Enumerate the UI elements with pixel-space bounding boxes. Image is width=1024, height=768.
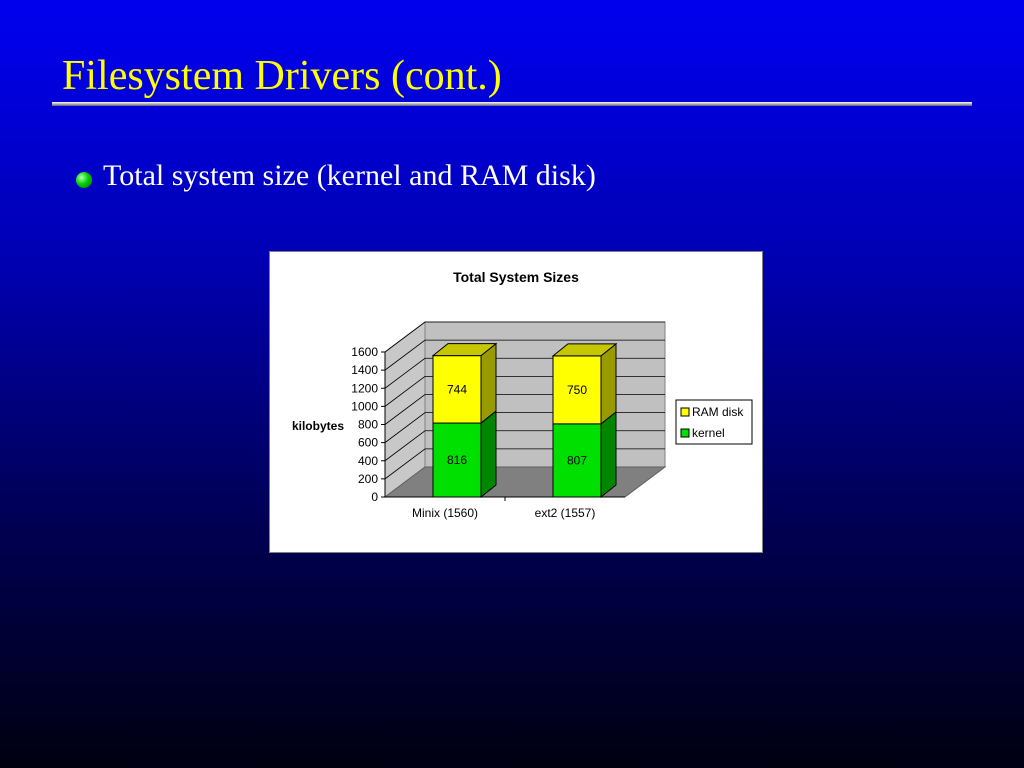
y-axis-label: kilobytes (292, 419, 344, 433)
stacked-bar-chart: Total System Sizes kilobytes 0 200 400 600 8… (292, 269, 753, 520)
bar-ram-disk-side (480, 342, 497, 425)
gridline (384, 321, 665, 353)
y-tick-label: 1200 (351, 381, 378, 395)
bar-top (551, 343, 618, 357)
data-label: 816 (447, 453, 467, 467)
y-tick-label: 200 (358, 472, 378, 486)
bar-top (431, 343, 498, 357)
legend-swatch (680, 407, 690, 417)
slide-title: Filesystem Drivers (cont.) (62, 53, 502, 99)
bullet-text: Total system size (kernel and RAM disk) (103, 159, 596, 192)
bar-ram-disk-front (552, 355, 602, 425)
bar-kernel-side (600, 410, 617, 499)
chart-title: Total System Sizes (453, 269, 579, 285)
y-tick-label: 600 (358, 436, 378, 450)
floor (383, 466, 667, 498)
data-label: 807 (567, 453, 587, 467)
bar-ram-disk-side (600, 342, 617, 425)
x-tick-label: Minix (1560) (412, 506, 478, 520)
title-rule (52, 102, 972, 106)
x-tick-label: ext2 (1557) (535, 506, 596, 520)
y-tick-label: 800 (358, 418, 378, 432)
y-tick-label: 1400 (351, 363, 378, 377)
gridline (384, 339, 665, 371)
chart-container: Total System Sizes kilobytes 0 200 400 600 8… (269, 251, 763, 553)
data-label: 750 (567, 383, 587, 397)
y-tick-label: 1600 (351, 345, 378, 359)
y-tick-label: 0 (371, 490, 378, 504)
bar-kernel-side (480, 410, 497, 499)
legend-swatch (680, 428, 690, 438)
y-tick-label: 400 (358, 454, 378, 468)
legend-label: kernel (692, 426, 725, 440)
bullet-dot-icon (76, 172, 92, 188)
data-label: 744 (447, 382, 467, 396)
legend-label: RAM disk (692, 405, 744, 419)
y-tick-label: 1000 (351, 399, 378, 413)
